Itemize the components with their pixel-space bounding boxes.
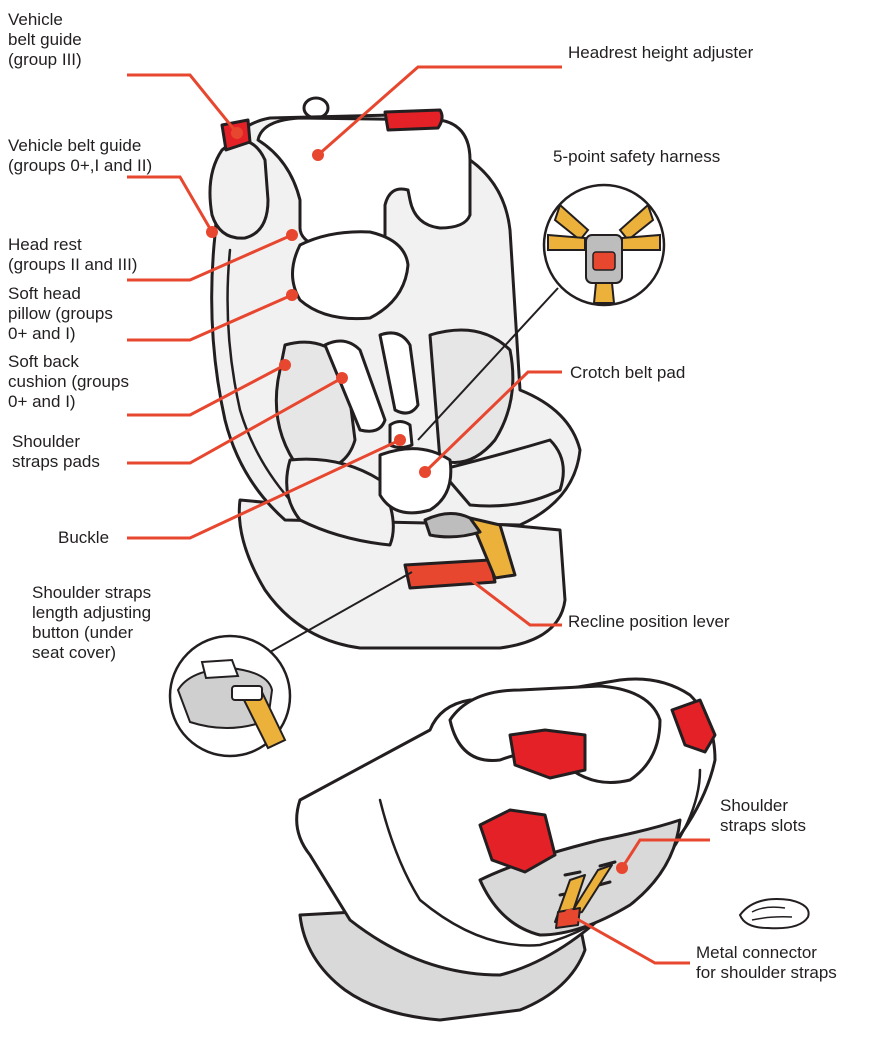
label-shoulder-straps-pads: Shoulder straps pads: [12, 432, 100, 472]
label-adjusting-button: Shoulder straps length adjusting button …: [32, 583, 151, 663]
leader-belt-guide-3: [127, 75, 237, 133]
headrest-height-adjuster: [385, 110, 442, 130]
left-wing: [210, 140, 268, 238]
label-recline-lever: Recline position lever: [568, 612, 730, 632]
label-shoulder-straps-slots: Shoulder straps slots: [720, 796, 806, 836]
label-head-rest: Head rest (groups II and III): [8, 235, 137, 275]
label-crotch-belt-pad: Crotch belt pad: [570, 363, 685, 383]
label-belt-guide-groups-0-2: Vehicle belt guide (groups 0+,I and II): [8, 136, 152, 176]
rear-seat-illustration: [297, 679, 715, 1020]
front-seat-illustration: [210, 98, 580, 648]
label-harness: 5-point safety harness: [553, 147, 720, 167]
label-soft-back-cushion: Soft back cushion (groups 0+ and I): [8, 352, 129, 412]
label-soft-head-pillow: Soft head pillow (groups 0+ and I): [8, 284, 113, 344]
label-metal-connector: Metal connector for shoulder straps: [696, 943, 837, 983]
label-headrest-height-adjuster: Headrest height adjuster: [568, 43, 753, 63]
label-belt-guide-group-3: Vehicle belt guide (group III): [8, 10, 82, 70]
recline-lever: [405, 560, 495, 588]
label-buckle: Buckle: [58, 528, 109, 548]
leader-belt-guide-0-2: [127, 177, 212, 232]
metal-connector-icon: [740, 899, 809, 928]
